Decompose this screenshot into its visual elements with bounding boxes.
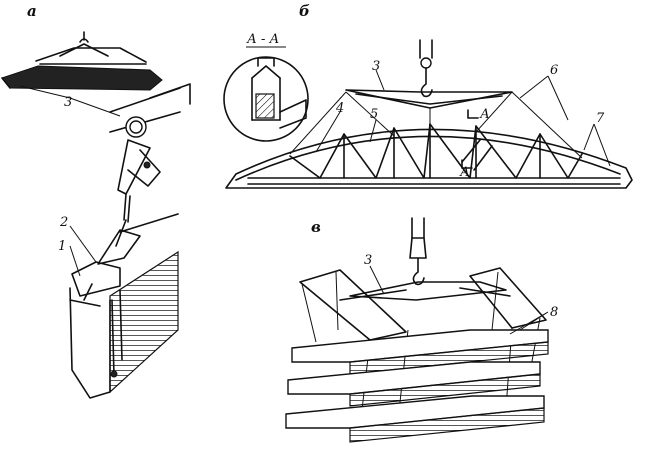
callout-v-3-leader xyxy=(369,265,385,295)
callout-b-6: 6 xyxy=(550,63,558,78)
girder-beam xyxy=(97,83,191,265)
callout-b-7: 7 xyxy=(596,111,605,126)
callout-b-5: 5 xyxy=(370,107,378,122)
slab-stack xyxy=(285,329,549,443)
hatched-block xyxy=(69,250,179,399)
panel-v-heading: в xyxy=(311,218,321,236)
slings-b xyxy=(289,91,583,159)
section-mark-bottom xyxy=(461,159,473,169)
callout-a-1: 1 xyxy=(58,239,66,254)
section-inset: А - А xyxy=(223,32,309,142)
callout-v-8: 8 xyxy=(550,305,558,320)
callout-a-3: 3 xyxy=(64,95,72,110)
callout-2-leader xyxy=(69,225,97,263)
callout-b-6-leader xyxy=(519,75,569,121)
crane-hook-b xyxy=(419,39,433,98)
callout-b-7-leader xyxy=(583,123,611,167)
traverse-small xyxy=(1,31,163,91)
callout-b-3-leader xyxy=(375,69,385,91)
panel-b-heading: б xyxy=(299,2,310,20)
callout-b-5-leader xyxy=(369,119,377,143)
callout-v-3: 3 xyxy=(364,253,372,268)
section-mark-top xyxy=(467,109,479,119)
panel-a-heading: а xyxy=(27,2,37,20)
section-title: А - А xyxy=(246,32,279,47)
traverse-b xyxy=(345,89,513,109)
panel-b: б А - А xyxy=(223,2,633,189)
roof-truss xyxy=(225,123,633,189)
panel-a: а xyxy=(1,2,191,399)
callout-v-8-leader xyxy=(509,311,549,335)
callout-b-3: 3 xyxy=(372,59,380,74)
section-arrow-top: А xyxy=(479,107,490,122)
section-arrow-bottom: А xyxy=(459,165,470,180)
crane-hook-v xyxy=(409,217,427,286)
callout-1-leader xyxy=(69,245,81,277)
callout-b-4: 4 xyxy=(335,101,344,116)
panel-v: в 3 8 xyxy=(285,217,558,443)
callout-3-leader xyxy=(19,85,121,117)
callout-a-2: 2 xyxy=(59,215,68,230)
callout-b-4-leader xyxy=(315,111,341,153)
